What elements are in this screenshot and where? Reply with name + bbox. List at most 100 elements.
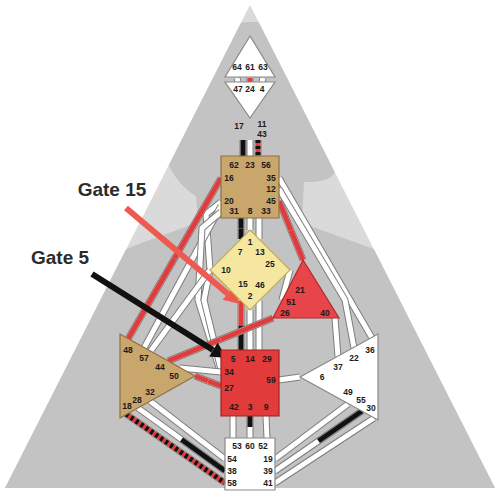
- gate-number: 11: [258, 120, 267, 129]
- channel-fill: [275, 411, 362, 471]
- gate-number: 36: [365, 346, 374, 355]
- gate-number: 59: [266, 376, 275, 385]
- channel-fill: [256, 140, 261, 156]
- channel: [266, 416, 267, 438]
- gate-number: 49: [343, 388, 352, 397]
- head-silhouette: [0, 22, 500, 493]
- gate-number: 52: [258, 442, 267, 451]
- gate-number: 23: [245, 161, 254, 170]
- channel-activation: [239, 301, 244, 350]
- gate-number: 58: [227, 479, 236, 488]
- channel-fill: [231, 416, 236, 438]
- channel-outline: [266, 416, 267, 438]
- spleen-center: 48574450322818: [120, 334, 198, 420]
- channel: [279, 189, 354, 348]
- gate-number: 30: [366, 404, 375, 413]
- gate-number: 44: [155, 363, 164, 372]
- gate-number: 48: [123, 346, 132, 355]
- channel: [258, 140, 259, 156]
- callout-arrow: [92, 274, 213, 350]
- ajna-center: 47244171143: [225, 82, 275, 140]
- gate-number: 32: [145, 388, 154, 397]
- channel: [195, 376, 221, 386]
- channel-outline: [126, 414, 225, 483]
- gate-number: 46: [255, 281, 264, 290]
- channel-fill: [248, 416, 253, 438]
- channel-fill: [126, 414, 225, 483]
- g-center: 1713102515462: [210, 230, 290, 310]
- gate-number: 25: [265, 260, 274, 269]
- gate-number: 12: [266, 185, 275, 194]
- channel-activation: [195, 376, 221, 386]
- channel-fill: [248, 218, 253, 230]
- channel-fill: [266, 416, 267, 438]
- channel: [138, 408, 225, 471]
- gate-number: 28: [132, 396, 141, 405]
- gate-number: 5: [231, 355, 236, 364]
- channel-outline: [255, 140, 262, 156]
- channel: [250, 416, 251, 438]
- gate-number: 43: [257, 130, 266, 139]
- channel-activation: [239, 218, 244, 239]
- throat-center: 622356163512204531833: [221, 156, 279, 218]
- gate-number: 14: [245, 355, 254, 364]
- channel-activation: [126, 414, 225, 483]
- gate-number: 35: [266, 174, 275, 183]
- gate-number: 38: [227, 467, 236, 476]
- gate-number: 16: [224, 174, 233, 183]
- gate-number: 50: [169, 372, 178, 381]
- center-shape: [225, 438, 275, 490]
- gate-number: 18: [122, 402, 131, 411]
- head-center: 646163: [225, 36, 275, 78]
- root-center: 536052543858193941: [225, 438, 275, 490]
- gate-number: 56: [261, 161, 270, 170]
- gate-number: 3: [248, 403, 253, 412]
- heart-center: 21512640: [273, 260, 339, 320]
- gate-number: 2: [248, 292, 253, 301]
- gate-number: 62: [229, 161, 238, 170]
- gate-number: 47: [233, 85, 242, 94]
- channel-fill: [257, 218, 262, 239]
- channel-fill: [241, 140, 246, 156]
- channel: [335, 318, 338, 357]
- channel-fill: [239, 301, 244, 350]
- channel-outline: [335, 318, 338, 357]
- channel-fill: [279, 189, 354, 348]
- channel-activation: [239, 218, 244, 239]
- channel: [241, 218, 242, 239]
- gate-number: 61: [245, 63, 254, 72]
- gate-number: 63: [258, 63, 267, 72]
- gate-number: 9: [264, 403, 269, 412]
- center-shape: [120, 334, 195, 418]
- gate-number: 40: [320, 309, 329, 318]
- channel-activation: [126, 414, 225, 483]
- channel-fill: [195, 376, 221, 386]
- center-shape: [273, 260, 339, 318]
- channel-activation: [275, 411, 362, 471]
- gate-number: 13: [255, 248, 264, 257]
- gate-number: 60: [245, 442, 254, 451]
- channel-outline: [230, 416, 237, 438]
- gate-number: 19: [263, 455, 272, 464]
- gate-number: 26: [280, 309, 289, 318]
- channel-fill: [239, 218, 244, 239]
- gate-number: 34: [224, 368, 233, 377]
- channel: [241, 301, 242, 350]
- gate-number: 4: [260, 85, 265, 94]
- center-shape: [225, 82, 275, 118]
- channel-fill: [150, 401, 225, 459]
- gate-number: 29: [262, 355, 271, 364]
- channel-fill: [248, 140, 253, 156]
- gate-number: 42: [229, 403, 238, 412]
- center-shape: [300, 334, 378, 420]
- channel-activation: [195, 376, 221, 386]
- channel-activation: [248, 416, 253, 438]
- channel-activation: [239, 301, 244, 350]
- center-outline: [225, 36, 275, 78]
- gate-number: 54: [227, 455, 236, 464]
- channel-outline: [247, 218, 254, 230]
- gate-number: 45: [266, 197, 275, 206]
- gate-number: 27: [224, 384, 233, 393]
- gate-number: 39: [263, 467, 272, 476]
